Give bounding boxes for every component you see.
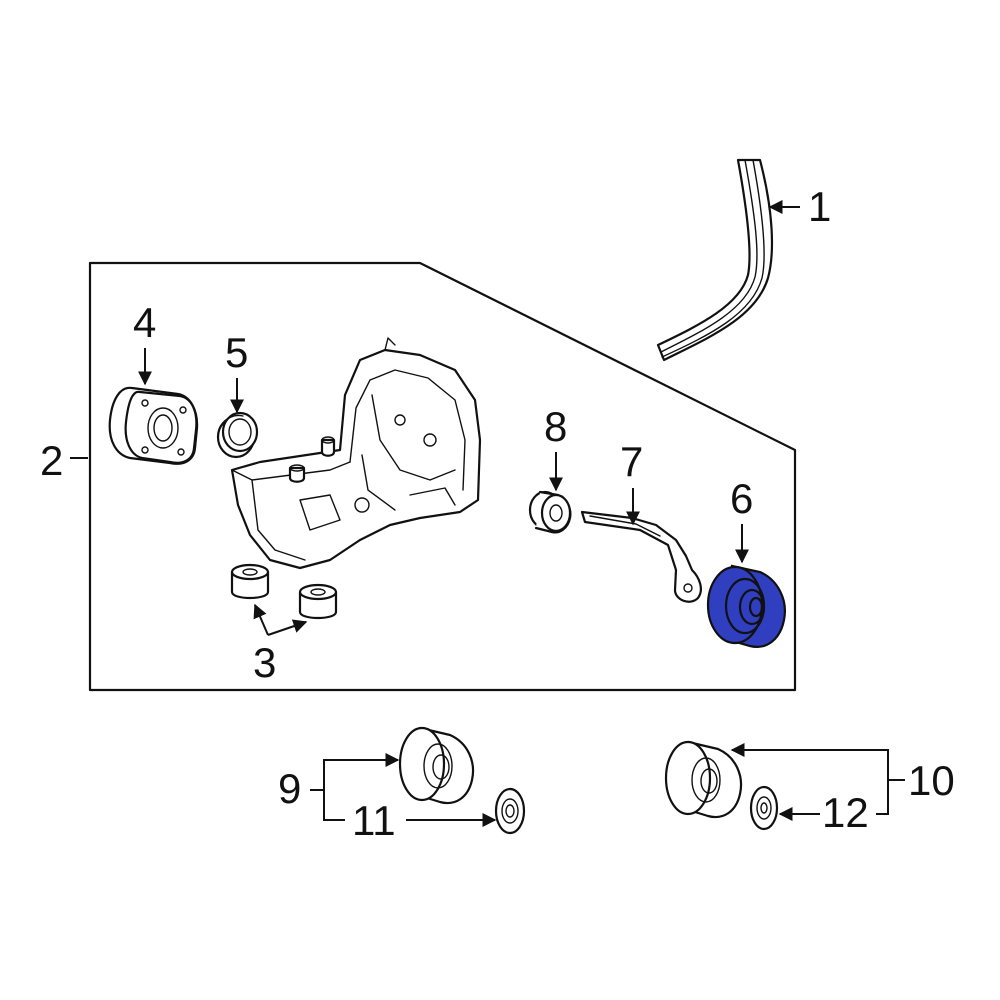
part-2-carrier-housing[interactable] [230, 337, 482, 570]
part-3-mount-bushing-right[interactable] [298, 583, 338, 620]
leader-3b [267, 619, 308, 636]
part-11-washer[interactable] [494, 787, 526, 835]
part-12-washer[interactable] [749, 785, 779, 831]
callout-6: 6 [730, 475, 754, 522]
leader-9-11-bracket [323, 790, 345, 821]
leader-3a [253, 603, 269, 636]
part-4-flange[interactable] [108, 386, 199, 465]
callout-3: 3 [253, 639, 277, 686]
callout-9: 9 [278, 765, 302, 812]
part-3-mount-bushing-left[interactable] [230, 563, 270, 600]
assembly-group-box [88, 261, 797, 692]
callout-4: 4 [133, 299, 157, 346]
part-8-bushing[interactable] [528, 490, 572, 534]
callout-11: 11 [352, 797, 396, 844]
part-10-bushing[interactable] [664, 740, 743, 819]
callout-8: 8 [544, 403, 568, 450]
callout-12: 12 [822, 789, 869, 836]
leader-10 [730, 743, 905, 781]
callout-7: 7 [620, 438, 644, 485]
leader-lines [70, 200, 905, 827]
callout-1: 1 [808, 183, 832, 230]
part-9-bushing[interactable] [398, 726, 475, 805]
leader-9 [310, 753, 400, 791]
part-7-bracket[interactable] [580, 510, 702, 603]
callout-10: 10 [908, 757, 955, 804]
leader-10-12-bracket [876, 780, 889, 815]
part-5-bushing[interactable] [216, 411, 259, 459]
part-1-strap[interactable] [656, 158, 774, 362]
callout-5: 5 [225, 329, 249, 376]
part-6-bushing-highlighted[interactable] [706, 564, 786, 648]
callout-2: 2 [40, 437, 64, 484]
